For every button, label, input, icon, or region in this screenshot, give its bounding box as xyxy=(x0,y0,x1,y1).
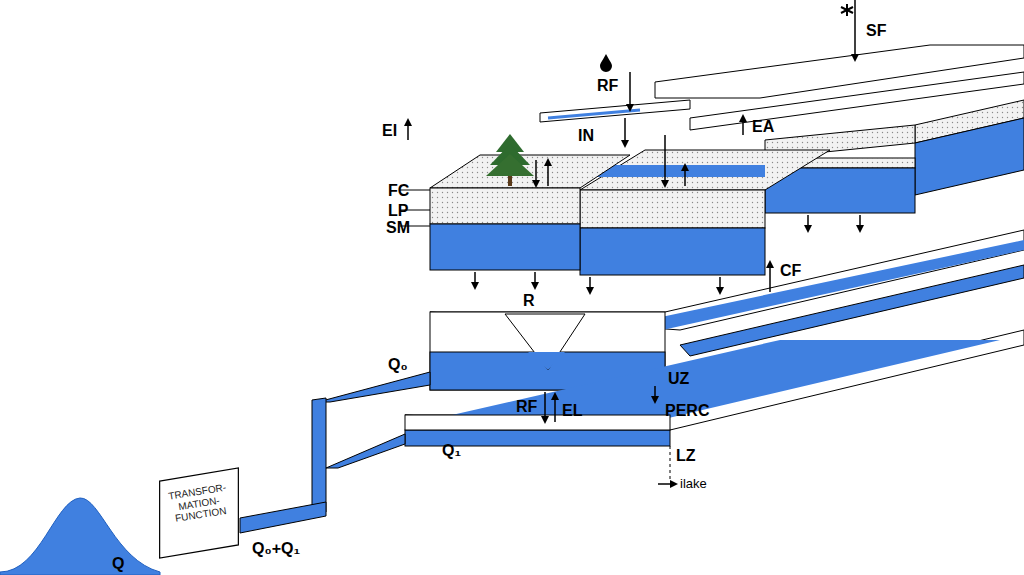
flux-label: RF xyxy=(597,77,618,95)
flux-label: UZ xyxy=(668,370,689,388)
flux-label: EL xyxy=(562,402,582,420)
box-shape xyxy=(160,468,239,558)
line-shape xyxy=(742,116,744,135)
line-shape xyxy=(670,446,671,480)
flux-label: IN xyxy=(578,127,594,145)
line-shape xyxy=(407,120,409,140)
line-shape xyxy=(841,7,853,13)
flux-label: R xyxy=(523,292,535,310)
polygon-shape xyxy=(915,118,1024,195)
hydrograph xyxy=(0,498,160,575)
flux-label: LP xyxy=(388,202,408,220)
line-shape xyxy=(589,277,591,293)
rect-shape xyxy=(580,190,765,228)
box-content: TRANSFOR- MATION- FUNCTION xyxy=(158,466,240,535)
runoff-pipes xyxy=(240,372,430,533)
polygon-shape xyxy=(318,372,430,402)
flux-label: PERC xyxy=(665,402,709,420)
flux-label: Q₀+Q₁ xyxy=(252,540,300,558)
flux-label: RF xyxy=(516,398,537,416)
flux-label: FC xyxy=(388,182,409,200)
line-shape xyxy=(658,483,676,485)
flux-label: SF xyxy=(866,22,886,40)
line-shape xyxy=(544,392,546,422)
line-shape xyxy=(807,215,809,231)
polygon-shape xyxy=(540,100,690,122)
rect-shape xyxy=(405,415,670,430)
line-shape xyxy=(548,110,640,118)
line-shape xyxy=(629,72,631,110)
line-shape xyxy=(841,7,853,13)
rect-shape xyxy=(590,165,765,177)
rain-plate xyxy=(540,100,690,122)
rect-shape xyxy=(580,228,765,275)
polygon-shape xyxy=(486,154,534,176)
line-shape xyxy=(684,165,686,186)
polygon-shape xyxy=(326,434,405,468)
snow-symbol xyxy=(841,4,853,16)
polygon-shape xyxy=(430,155,630,188)
soil-block xyxy=(400,155,630,270)
flux-label: Q₀ xyxy=(388,356,408,374)
polygon-shape xyxy=(312,398,326,516)
line-shape xyxy=(859,215,861,231)
line-shape xyxy=(547,160,549,186)
transform-box: TRANSFOR- MATION- FUNCTION xyxy=(158,466,240,560)
polygon-shape xyxy=(405,330,1024,430)
flux-label: Q₁ xyxy=(442,442,461,460)
polygon-shape xyxy=(505,314,585,370)
box-text: TRANSFOR- MATION- FUNCTION xyxy=(164,481,235,525)
tree xyxy=(486,134,534,186)
line-shape xyxy=(534,272,536,288)
polygon-shape xyxy=(528,352,565,370)
line-shape xyxy=(769,262,771,292)
flux-label: EI xyxy=(382,122,397,140)
soil-block xyxy=(580,150,830,275)
rect-shape xyxy=(430,188,580,224)
flux-label: LZ xyxy=(676,447,696,465)
rain-drop xyxy=(600,54,612,72)
line-shape xyxy=(554,394,556,422)
line-shape xyxy=(654,386,656,402)
line-shape xyxy=(474,272,476,288)
line-shape xyxy=(854,0,856,60)
flux-label: SM xyxy=(386,219,410,237)
lower-zone xyxy=(405,330,1024,480)
flux-label: CF xyxy=(780,262,801,280)
flux-label: ilake xyxy=(680,477,707,491)
polygon-shape xyxy=(430,340,1000,420)
polygon-shape xyxy=(240,502,326,533)
flux-label: EA xyxy=(752,118,774,136)
line-shape xyxy=(535,160,537,186)
line-shape xyxy=(719,277,721,293)
rect-shape xyxy=(430,224,580,270)
flux-label: Q xyxy=(112,555,124,573)
line-shape xyxy=(624,118,626,146)
line-shape xyxy=(664,135,666,186)
flux-arrows xyxy=(408,0,860,484)
